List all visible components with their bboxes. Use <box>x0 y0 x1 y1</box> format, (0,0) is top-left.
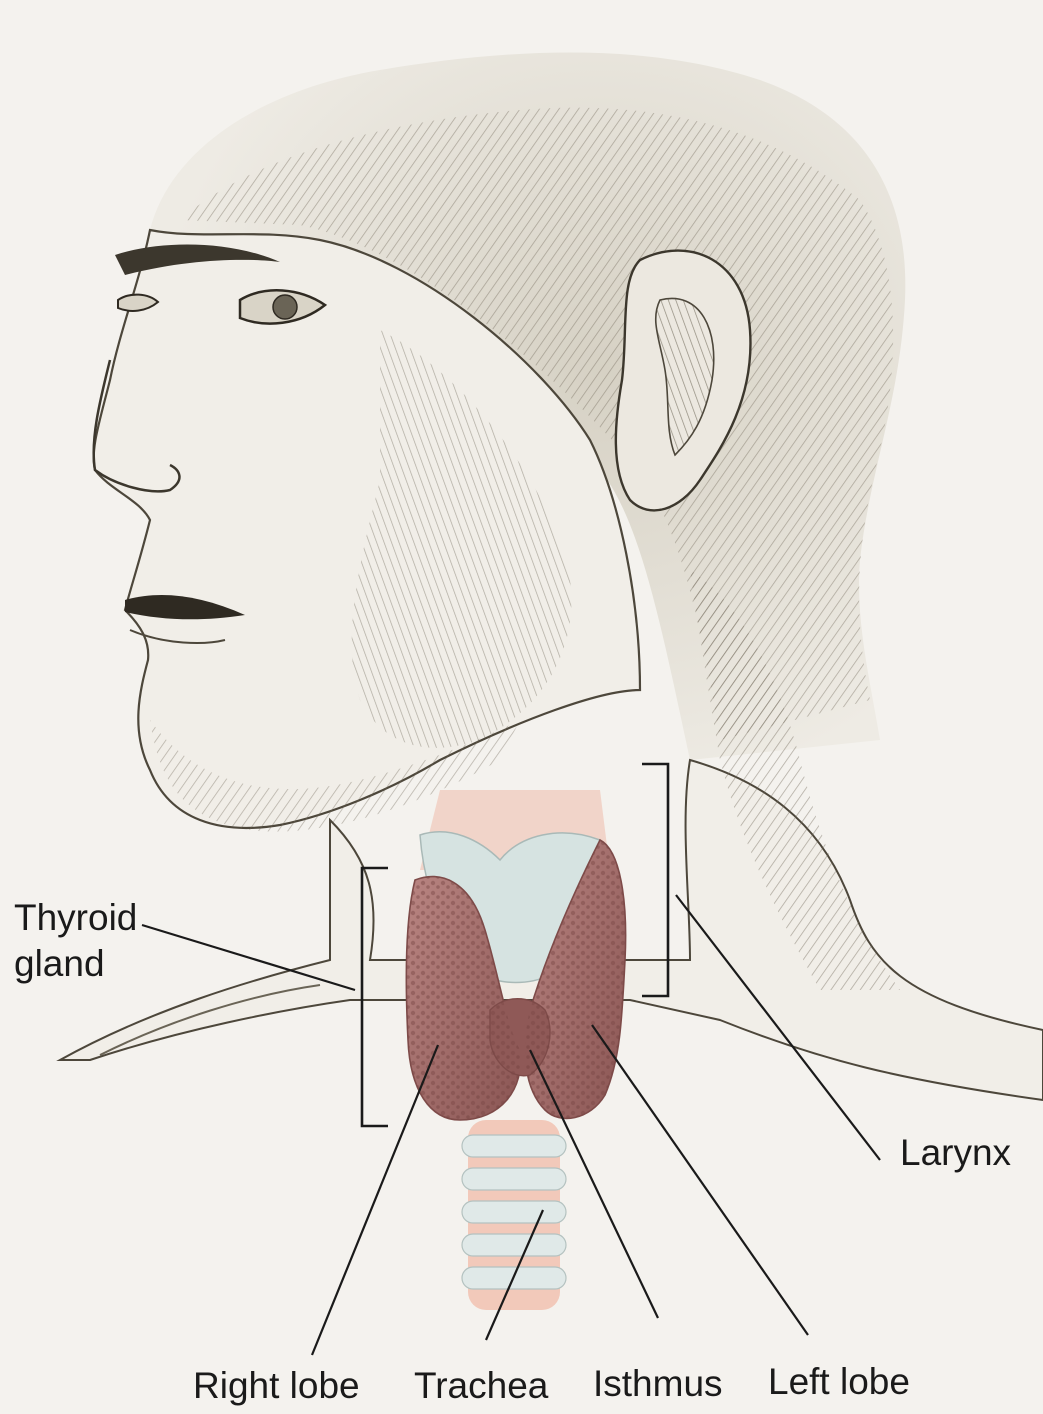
trachea <box>462 1120 566 1310</box>
trachea-label: Trachea <box>414 1365 549 1406</box>
right-lobe-label: Right lobe <box>193 1365 360 1406</box>
larynx-label: Larynx <box>900 1132 1012 1173</box>
isthmus-label: Isthmus <box>593 1363 723 1404</box>
thyroid-gland-label-line2: gland <box>14 943 105 984</box>
iris <box>273 295 297 319</box>
left-lobe-label: Left lobe <box>768 1361 910 1402</box>
thyroid-gland-label-line1: Thyroid <box>14 897 137 938</box>
